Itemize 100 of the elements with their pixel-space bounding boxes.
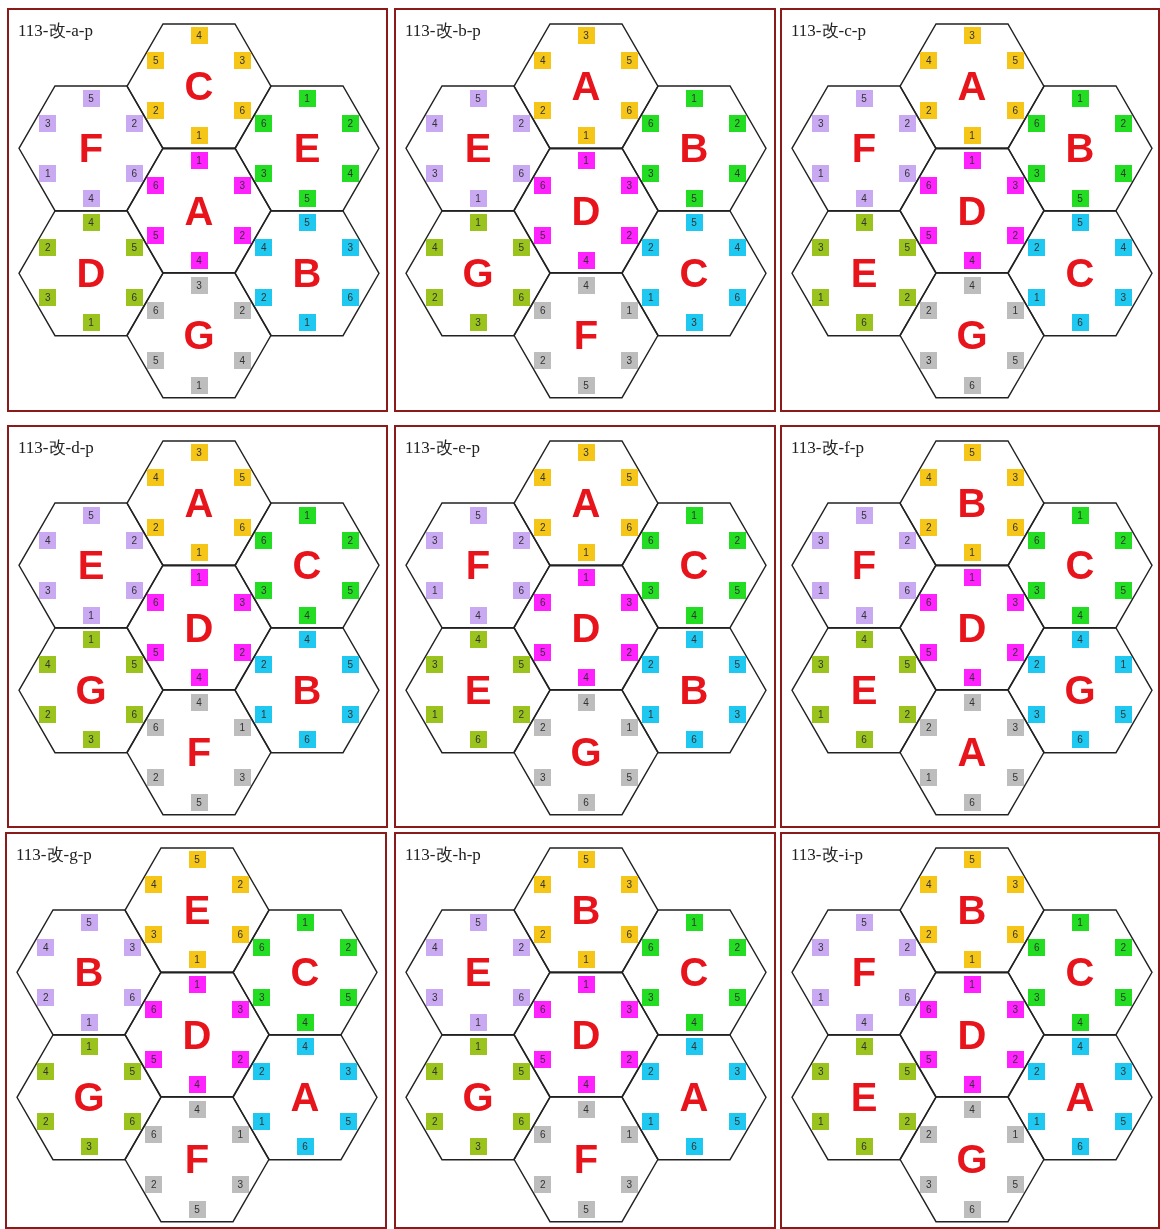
number-tile: 1 — [963, 127, 981, 145]
puzzle-panel — [780, 8, 1160, 412]
number-tile: 3 — [233, 52, 251, 70]
number-tile: 1 — [469, 1013, 487, 1031]
number-tile: 4 — [534, 469, 552, 487]
number-tile: 2 — [233, 301, 251, 319]
number-tile: 5 — [728, 1113, 746, 1131]
number-tile: 5 — [123, 1063, 141, 1081]
tile-letter: C — [290, 952, 320, 993]
number-tile: 5 — [577, 376, 595, 394]
number-tile: 1 — [82, 314, 100, 332]
tile-letter: E — [464, 952, 492, 993]
hexagon-tile — [900, 690, 1044, 815]
number-tile: 2 — [512, 114, 530, 132]
number-tile: 2 — [341, 114, 359, 132]
hexagon-tile — [792, 910, 936, 1035]
number-tile: 1 — [469, 1038, 487, 1056]
hexagon-tile — [792, 503, 936, 628]
number-tile: 6 — [1071, 731, 1089, 749]
number-tile: 4 — [233, 351, 251, 369]
number-tile: 6 — [963, 793, 981, 811]
number-tile: 2 — [1006, 1051, 1024, 1069]
number-tile: 6 — [620, 519, 638, 537]
tile-letter: E — [850, 670, 878, 710]
number-tile: 5 — [855, 89, 873, 107]
number-tile: 2 — [39, 239, 57, 257]
number-tile: 5 — [1114, 1113, 1132, 1131]
number-tile: 6 — [233, 519, 251, 537]
tile-letter: F — [851, 128, 877, 169]
number-tile: 1 — [812, 164, 830, 182]
number-tile: 3 — [1006, 1001, 1024, 1019]
hexagon-tile — [19, 86, 163, 211]
number-tile: 4 — [37, 1063, 55, 1081]
tile-letter: A — [184, 190, 214, 231]
hexagon-tile — [125, 1097, 269, 1222]
number-tile: 6 — [855, 1138, 873, 1156]
number-tile: 5 — [469, 89, 487, 107]
number-tile: 5 — [1114, 988, 1132, 1006]
hexagon-tile — [127, 565, 271, 691]
number-tile: 4 — [39, 531, 57, 549]
panel-title: 113-改-a-p — [18, 20, 93, 42]
number-tile: 3 — [1028, 581, 1046, 599]
number-tile: 2 — [255, 656, 273, 674]
number-tile: 1 — [642, 1113, 660, 1131]
number-tile: 1 — [577, 569, 595, 587]
hexagon-tile — [792, 1034, 936, 1160]
number-tile: 6 — [855, 731, 873, 749]
number-tile: 3 — [339, 1063, 357, 1081]
tile-letter: F — [184, 1139, 210, 1180]
number-tile: 5 — [80, 913, 98, 931]
number-tile: 5 — [855, 913, 873, 931]
hexagon-tile — [406, 210, 550, 336]
number-tile: 4 — [728, 239, 746, 257]
number-tile: 4 — [147, 469, 165, 487]
number-tile: 4 — [190, 693, 208, 711]
number-tile: 1 — [190, 152, 208, 170]
number-tile: 3 — [920, 1175, 938, 1193]
number-tile: 3 — [620, 177, 638, 195]
panel-title: 113-改-e-p — [405, 437, 480, 459]
puzzle-panel — [394, 832, 776, 1229]
number-tile: 3 — [642, 164, 660, 182]
number-tile: 3 — [255, 164, 273, 182]
tile-letter: A — [184, 483, 214, 523]
number-tile: 1 — [188, 976, 206, 994]
number-tile: 5 — [298, 214, 316, 232]
number-tile: 6 — [147, 301, 165, 319]
number-tile: 3 — [812, 656, 830, 674]
number-tile: 4 — [255, 239, 273, 257]
tile-letter: E — [77, 545, 105, 586]
hexagon-tile — [125, 847, 269, 973]
number-tile: 5 — [620, 52, 638, 70]
number-tile: 5 — [469, 913, 487, 931]
number-tile: 2 — [898, 706, 916, 724]
number-tile: 1 — [1028, 1113, 1046, 1131]
number-tile: 3 — [469, 1138, 487, 1156]
number-tile: 3 — [253, 988, 271, 1006]
hexagon-tile — [900, 565, 1044, 691]
number-tile: 6 — [1028, 531, 1046, 549]
number-tile: 6 — [642, 114, 660, 132]
number-tile: 6 — [1006, 926, 1024, 944]
number-tile: 4 — [37, 938, 55, 956]
tile-letter: C — [292, 545, 322, 586]
number-tile: 4 — [469, 606, 487, 624]
number-tile: 5 — [898, 239, 916, 257]
number-tile: 5 — [534, 644, 552, 662]
number-tile: 2 — [920, 1125, 938, 1143]
tile-letter: E — [464, 670, 492, 710]
number-tile: 1 — [685, 89, 703, 107]
number-tile: 1 — [1071, 506, 1089, 524]
number-tile: 6 — [512, 289, 530, 307]
tile-letter: F — [78, 128, 104, 169]
number-tile: 1 — [188, 951, 206, 969]
number-tile: 1 — [1006, 301, 1024, 319]
number-tile: 2 — [728, 531, 746, 549]
number-tile: 6 — [123, 1113, 141, 1131]
number-tile: 5 — [147, 644, 165, 662]
number-tile: 3 — [620, 1175, 638, 1193]
tile-letter: E — [850, 1077, 878, 1117]
number-tile: 4 — [855, 1013, 873, 1031]
number-tile: 5 — [620, 469, 638, 487]
